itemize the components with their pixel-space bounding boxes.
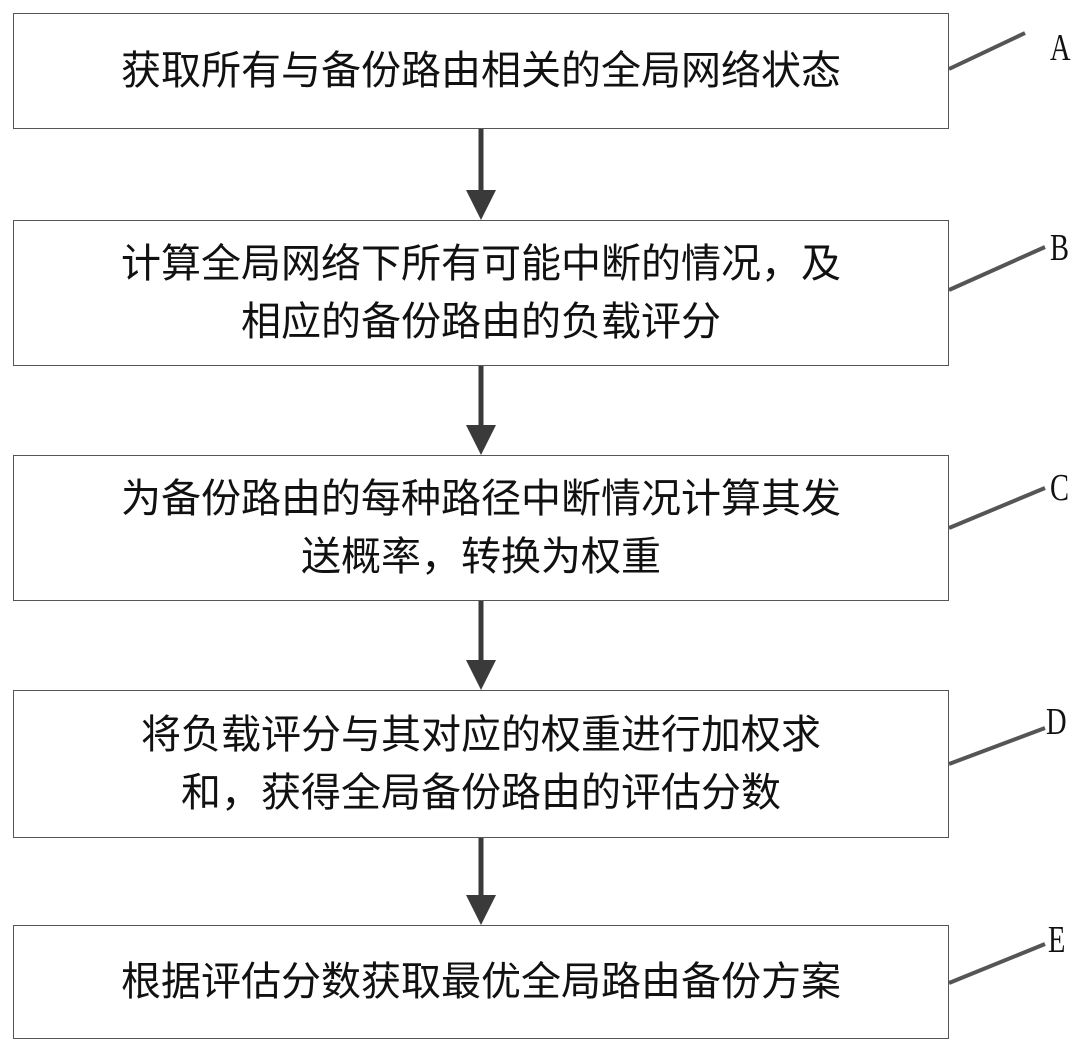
step-e-line-1: 根据评估分数获取最优全局路由备份方案 [121, 959, 841, 1005]
step-label-d: D [1046, 701, 1067, 743]
step-b-line-2: 相应的备份路由的负载评分 [241, 299, 721, 345]
step-box-b: 计算全局网络下所有可能中断的情况，及 相应的备份路由的负载评分 [13, 220, 949, 366]
step-box-a: 获取所有与备份路由相关的全局网络状态 [13, 13, 949, 129]
step-d-line-1: 将负载评分与其对应的权重进行加权求 [141, 712, 821, 758]
step-label-c: C [1050, 467, 1070, 509]
leader-line-d [948, 726, 1046, 766]
leader-line-e [948, 942, 1046, 985]
step-c-line-2: 送概率，转换为权重 [301, 534, 661, 580]
step-a-line-1: 获取所有与备份路由相关的全局网络状态 [121, 48, 841, 94]
leader-line-b [948, 245, 1046, 292]
arrow-a-to-b [466, 129, 496, 220]
step-label-e: E [1048, 919, 1066, 961]
step-box-e: 根据评估分数获取最优全局路由备份方案 [13, 925, 949, 1039]
arrow-b-to-c [466, 366, 496, 455]
arrow-c-to-d [466, 601, 496, 690]
leader-line-a [948, 31, 1026, 71]
step-c-line-1: 为备份路由的每种路径中断情况计算其发 [121, 476, 841, 522]
step-b-line-1: 计算全局网络下所有可能中断的情况，及 [121, 241, 841, 287]
step-box-c: 为备份路由的每种路径中断情况计算其发 送概率，转换为权重 [13, 455, 949, 601]
step-d-line-2: 和，获得全局备份路由的评估分数 [181, 770, 781, 816]
leader-line-c [948, 486, 1046, 530]
step-label-a: A [1050, 27, 1071, 69]
arrow-d-to-e [466, 838, 496, 925]
step-box-d: 将负载评分与其对应的权重进行加权求 和，获得全局备份路由的评估分数 [13, 690, 949, 838]
step-label-b: B [1050, 227, 1070, 269]
